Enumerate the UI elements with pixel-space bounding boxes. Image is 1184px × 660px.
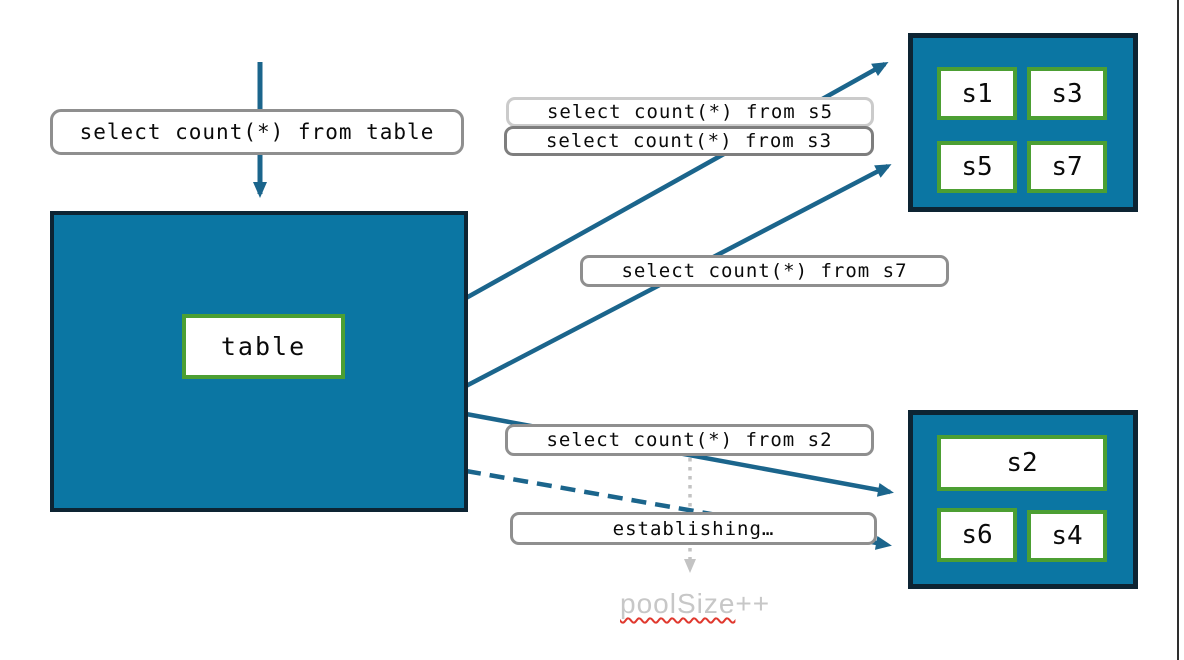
label-query-table: select count(*) from table <box>50 109 464 155</box>
slide-right-border <box>1177 0 1179 660</box>
label-query-s7: select count(*) from s7 <box>580 255 949 287</box>
poolsize-suffix: ++ <box>735 588 771 619</box>
shard-s3: s3 <box>1027 67 1107 120</box>
shard-s2-label: s2 <box>1006 448 1038 478</box>
shard-s6: s6 <box>937 508 1017 562</box>
table-label-box: table <box>182 314 345 379</box>
poolsize-word: poolSize <box>620 588 736 619</box>
shard-s7-label: s7 <box>1051 152 1083 182</box>
poolsize-note: poolSize++ <box>620 588 770 620</box>
table-node: table <box>50 211 468 512</box>
shard-s2: s2 <box>937 435 1107 491</box>
shard-box-bottom: s2 s6 s4 <box>908 410 1138 589</box>
label-query-s2: select count(*) from s2 <box>505 424 874 456</box>
shard-s5-label: s5 <box>961 152 993 182</box>
shard-s5: s5 <box>937 141 1017 193</box>
shard-s4: s4 <box>1027 510 1107 562</box>
shard-s3-label: s3 <box>1051 78 1083 109</box>
shard-s1: s1 <box>937 67 1017 120</box>
label-query-s3: select count(*) from s3 <box>504 126 874 156</box>
shard-box-top: s1 s3 s5 s7 <box>908 33 1138 212</box>
shard-s4-label: s4 <box>1051 521 1083 551</box>
table-label: table <box>220 332 307 361</box>
shard-s1-label: s1 <box>961 78 993 109</box>
shard-s6-label: s6 <box>961 520 993 550</box>
label-establishing: establishing… <box>510 512 877 545</box>
label-query-s5: select count(*) from s5 <box>506 97 874 127</box>
shard-s7: s7 <box>1027 141 1107 193</box>
